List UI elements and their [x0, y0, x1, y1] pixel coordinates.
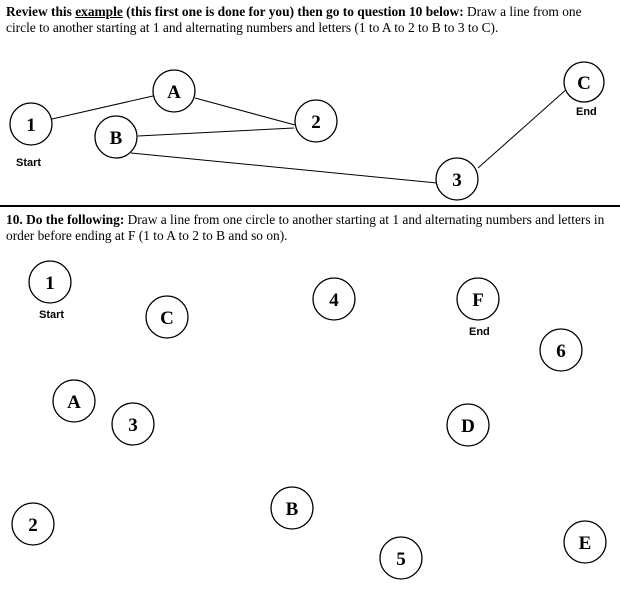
- example-lines: [51, 87, 569, 184]
- svg-text:A: A: [67, 392, 81, 413]
- svg-text:6: 6: [556, 341, 566, 362]
- question-end-label: End: [469, 326, 490, 338]
- section-divider: [0, 205, 620, 207]
- svg-text:1: 1: [26, 115, 36, 136]
- svg-text:E: E: [579, 533, 592, 554]
- question-number: 10. Do the following:: [6, 212, 125, 227]
- example-node-c: C: [563, 61, 605, 103]
- example-node-3: 3: [435, 157, 479, 201]
- example-node-a: A: [152, 69, 196, 113]
- svg-text:B: B: [286, 499, 299, 520]
- example-line-b-3: [130, 152, 438, 184]
- example-line-3-c: [477, 87, 569, 169]
- svg-text:F: F: [472, 290, 484, 311]
- question-node-d: D: [446, 403, 490, 447]
- question-start-label: Start: [39, 309, 64, 321]
- question-node-e: E: [563, 520, 607, 564]
- svg-text:C: C: [160, 308, 174, 329]
- svg-text:2: 2: [28, 515, 38, 536]
- question-text: Draw a line from one circle to another s…: [6, 212, 605, 243]
- example-intro-bold-2: (this first one is done for you) then go…: [122, 4, 464, 19]
- question-instructions: 10. Do the following: Draw a line from o…: [6, 212, 612, 244]
- example-link-word: example: [75, 4, 123, 19]
- svg-text:5: 5: [396, 549, 406, 570]
- example-intro-text: Draw a line from one circle to another s…: [6, 4, 582, 35]
- example-node-b: B: [94, 115, 138, 159]
- example-line-1-a: [51, 95, 154, 120]
- example-intro-bold: Review this: [6, 4, 76, 19]
- question-node-f: F: [456, 277, 500, 321]
- example-node-1: 1: [9, 102, 53, 146]
- question-node-1: 1: [28, 260, 72, 304]
- example-end-label: End: [576, 106, 597, 118]
- svg-text:C: C: [577, 73, 591, 94]
- svg-text:3: 3: [128, 415, 138, 436]
- svg-text:3: 3: [452, 170, 462, 191]
- example-instructions: Review this example (this first one is d…: [6, 4, 612, 36]
- example-start-label: Start: [16, 157, 41, 169]
- example-line-a-2: [194, 97, 296, 126]
- svg-text:B: B: [110, 128, 123, 149]
- svg-text:A: A: [167, 82, 181, 103]
- question-node-5: 5: [379, 536, 423, 580]
- question-node-a: A: [52, 379, 96, 423]
- example-node-2: 2: [294, 99, 338, 143]
- svg-text:1: 1: [45, 273, 55, 294]
- example-line-2-b: [137, 127, 295, 137]
- question-node-c: C: [145, 295, 189, 339]
- question-node-b: B: [270, 486, 314, 530]
- question-node-6: 6: [539, 328, 583, 372]
- question-node-3: 3: [111, 402, 155, 446]
- question-node-4: 4: [312, 277, 356, 321]
- svg-text:D: D: [461, 416, 475, 437]
- svg-text:4: 4: [329, 290, 339, 311]
- svg-text:2: 2: [311, 112, 321, 133]
- question-node-2: 2: [11, 502, 55, 546]
